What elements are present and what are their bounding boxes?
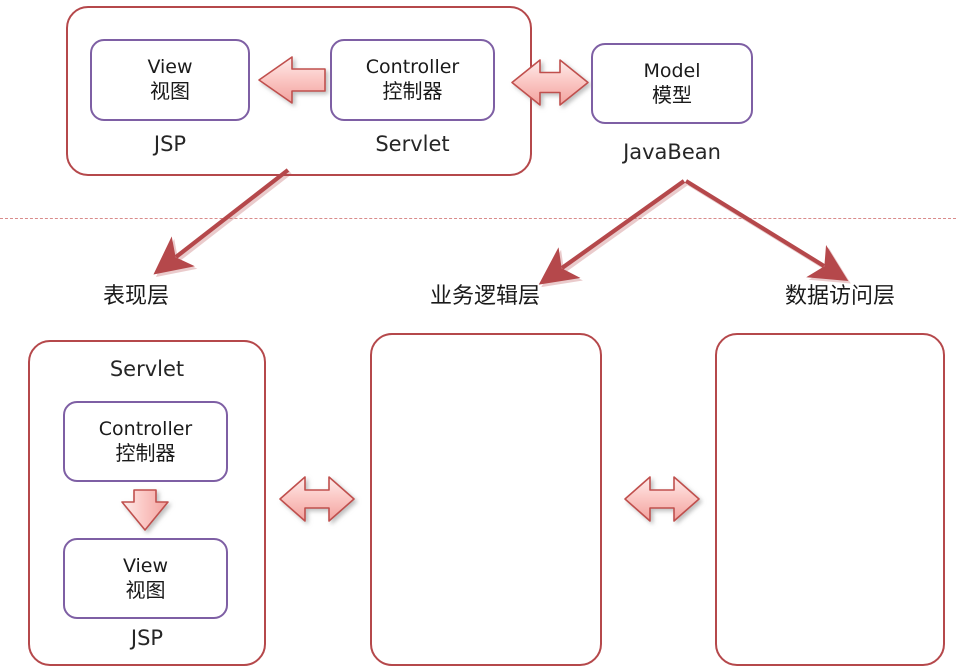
controller-box-top-label-zh: 控制器 xyxy=(382,79,443,104)
view-box-bottom: View 视图 xyxy=(63,538,228,619)
javabean-label: JavaBean xyxy=(623,140,721,164)
controller-box-bottom: Controller 控制器 xyxy=(63,401,228,482)
view-box-bottom-label-zh: 视图 xyxy=(125,577,166,602)
jsp-label-top: JSP xyxy=(153,132,187,156)
view-box-top: View 视图 xyxy=(90,39,250,121)
model-box-label-en: Model xyxy=(643,59,701,82)
view-box-top-label-en: View xyxy=(147,56,193,79)
arrow-business-to-data xyxy=(624,476,700,522)
layer-label-business: 业务逻辑层 xyxy=(429,284,540,309)
layer-label-data: 数据访问层 xyxy=(784,284,895,309)
arrow-javabean-to-data xyxy=(684,179,851,284)
arrow-presentation-to-business xyxy=(279,476,355,522)
view-box-top-label-zh: 视图 xyxy=(150,79,190,104)
controller-box-bottom-label-zh: 控制器 xyxy=(115,440,176,465)
layer-label-presentation: 表现层 xyxy=(102,284,169,309)
controller-box-top: Controller 控制器 xyxy=(330,39,495,121)
controller-box-top-label-en: Controller xyxy=(365,56,460,79)
model-box: Model 模型 xyxy=(591,43,753,124)
jsp-label-bottom: JSP xyxy=(130,626,164,650)
servlet-label-top: Servlet xyxy=(375,132,450,156)
servlet-label-bottom: Servlet xyxy=(109,357,185,381)
arrow-javabean-to-business xyxy=(538,179,688,288)
view-box-bottom-label-en: View xyxy=(122,554,169,577)
layer-separator xyxy=(0,218,956,219)
data-layer-box xyxy=(715,333,945,666)
model-box-label-zh: 模型 xyxy=(652,82,692,107)
controller-box-bottom-label-en: Controller xyxy=(98,417,193,440)
arrow-servlet-to-presentation xyxy=(153,168,292,278)
business-layer-box xyxy=(370,333,602,666)
